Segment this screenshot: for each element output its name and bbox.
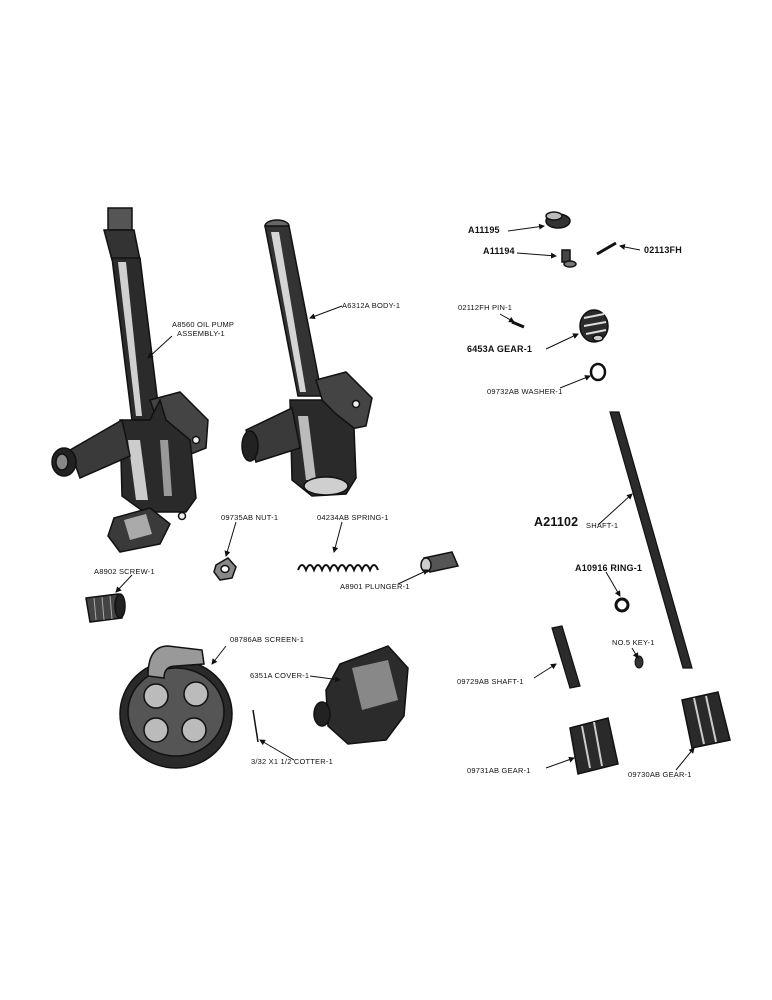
04234ab-spring bbox=[297, 564, 379, 573]
09729ab-shaft bbox=[551, 625, 581, 689]
09731ab-gear bbox=[569, 717, 619, 775]
label-04234ab-spring: 04234AB SPRING-1 bbox=[317, 513, 389, 522]
label-02112fh-pin: 02112FH PIN-1 bbox=[458, 303, 513, 312]
6351a-cover bbox=[313, 645, 409, 745]
label-a8901-plunger: A8901 PLUNGER-1 bbox=[340, 582, 410, 591]
leader-lines bbox=[115, 223, 695, 771]
label-a10916-ring: A10916 RING-1 bbox=[575, 563, 643, 573]
02112fh-pin bbox=[511, 320, 525, 329]
a21102-shaft bbox=[609, 411, 693, 669]
label-09729ab-shaft: 09729AB SHAFT-1 bbox=[457, 677, 524, 686]
08786ab-screen bbox=[119, 645, 233, 769]
label-a8902-screw: A8902 SCREW-1 bbox=[94, 567, 155, 576]
a10916-ring bbox=[614, 597, 630, 613]
a11194-part bbox=[561, 249, 577, 268]
label-a11194: A11194 bbox=[483, 246, 515, 256]
no5-key bbox=[634, 655, 644, 669]
label-a21102-shaft: SHAFT-1 bbox=[586, 521, 619, 530]
label-09730ab-gear: 09730AB GEAR-1 bbox=[628, 770, 692, 779]
label-a8560-line1: A8560 OIL PUMP bbox=[172, 320, 235, 329]
a11195-part bbox=[545, 211, 571, 229]
label-6453a-gear: 6453A GEAR-1 bbox=[467, 344, 533, 354]
label-08786ab-screen: 08786AB SCREEN-1 bbox=[230, 635, 305, 644]
label-6351a-cover: 6351A COVER-1 bbox=[250, 671, 310, 680]
label-a11195: A11195 bbox=[468, 225, 500, 235]
a8902-screw bbox=[85, 593, 126, 623]
label-09732ab-washer: 09732AB WASHER-1 bbox=[487, 387, 563, 396]
a8901-plunger bbox=[420, 551, 460, 573]
oil-pump-assembly-illustration bbox=[51, 207, 209, 553]
label-a6312a-body: A6312A BODY-1 bbox=[342, 301, 401, 310]
label-02113fh: 02113FH bbox=[644, 245, 682, 255]
6453a-gear bbox=[579, 309, 609, 343]
02113fh-pin bbox=[596, 241, 617, 256]
09735ab-nut bbox=[213, 557, 237, 581]
pump-body-illustration bbox=[241, 219, 373, 497]
09730ab-gear bbox=[681, 691, 731, 749]
label-09735ab-nut: 09735AB NUT-1 bbox=[221, 513, 279, 522]
label-a8560-line2: ASSEMBLY-1 bbox=[177, 329, 225, 338]
label-09731ab-gear: 09731AB GEAR-1 bbox=[467, 766, 531, 775]
09732ab-washer bbox=[589, 362, 607, 382]
label-no5-key: NO.5 KEY-1 bbox=[612, 638, 655, 647]
label-cotter: 3/32 X1 1/2 COTTER-1 bbox=[251, 757, 333, 766]
label-a21102: A21102 bbox=[534, 515, 579, 529]
cotter-pin bbox=[252, 709, 259, 743]
